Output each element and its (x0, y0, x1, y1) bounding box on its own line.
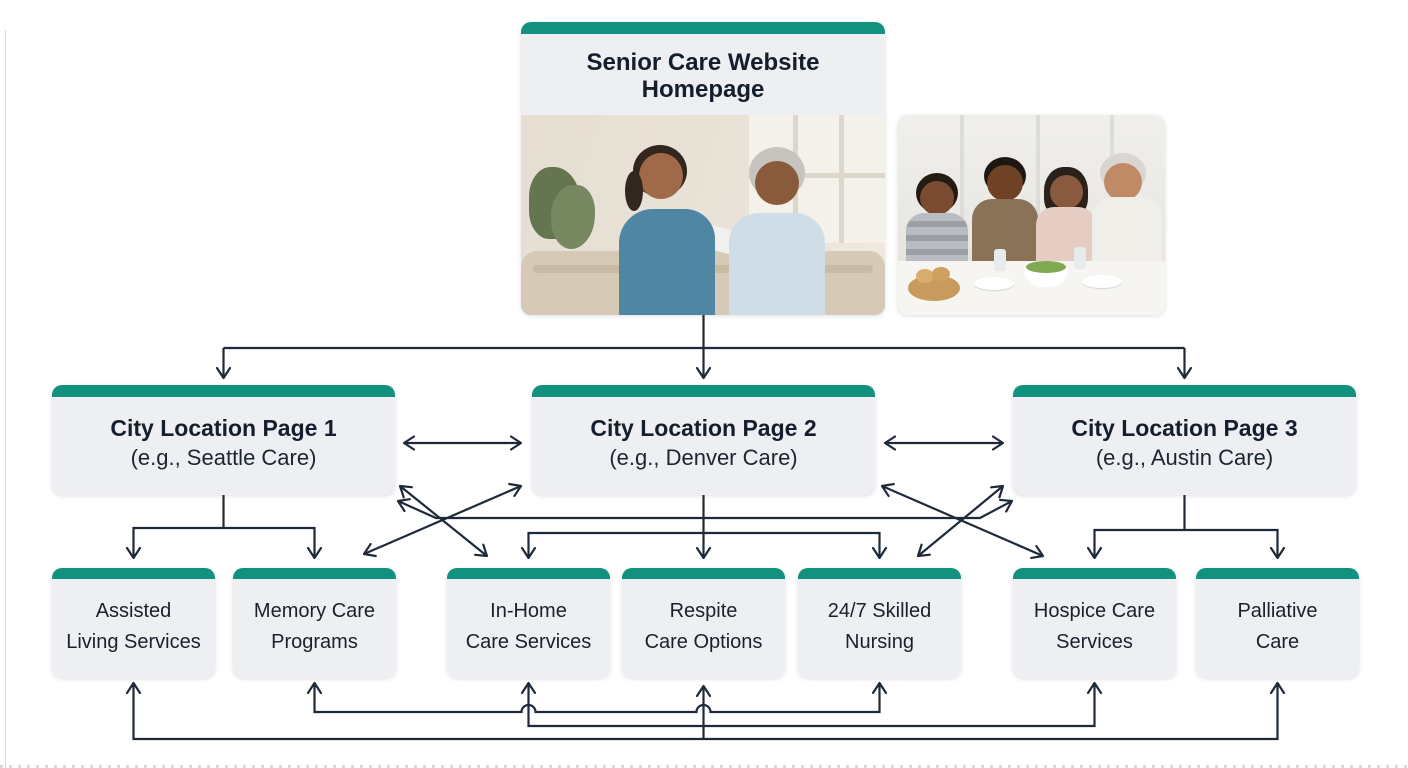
crosslink-city1-inhome (398, 484, 489, 558)
service-label-line1: Memory Care (253, 600, 376, 622)
boy-head (920, 181, 954, 215)
service-node-assisted-living: Assisted Living Services (52, 568, 215, 678)
plate (1082, 275, 1122, 288)
service-label-line1: Assisted (95, 600, 172, 622)
mother-head (1050, 175, 1083, 209)
service-node-in-home-care: In-Home Care Services (447, 568, 610, 678)
city-node-2: City Location Page 2 (e.g., Denver Care) (532, 385, 875, 495)
service-label-line1: Palliative (1237, 600, 1318, 622)
window-frame (749, 173, 885, 178)
service-node-skilled-nursing: 24/7 Skilled Nursing (798, 568, 961, 678)
service-teal-bar (1013, 568, 1176, 579)
nurse-body (619, 209, 715, 315)
service-label-line2: Care Services (465, 631, 592, 653)
arrow-city3-children (1086, 528, 1286, 560)
service-label-line1: 24/7 Skilled (827, 600, 932, 622)
service-node-memory-care: Memory Care Programs (233, 568, 396, 678)
bread-roll (916, 269, 934, 283)
city2-title: City Location Page 2 (590, 415, 817, 441)
service-label-line1: Hospice Care (1033, 600, 1156, 622)
service-label: Respite Care Options (622, 596, 785, 658)
water-glass (994, 249, 1006, 271)
city2-subtitle: (e.g., Denver Care) (609, 445, 798, 470)
plant-leaves (551, 185, 595, 249)
bread-roll (932, 267, 950, 281)
left-edge-artifact-line (5, 30, 6, 768)
city3-subtitle: (e.g., Austin Care) (1095, 445, 1274, 470)
service-label: Assisted Living Services (52, 596, 215, 658)
water-glass (1074, 247, 1086, 269)
service-teal-bar (798, 568, 961, 579)
window-frame (960, 115, 964, 263)
homepage-node: Senior Care Website Homepage (521, 22, 885, 315)
homepage-title: Senior Care Website Homepage (521, 49, 885, 103)
service-label: In-Home Care Services (447, 596, 610, 658)
service-label-line2: Care (1255, 631, 1300, 653)
arrow-city2-children (520, 531, 888, 560)
service-teal-bar (52, 568, 215, 579)
service-teal-bar (447, 568, 610, 579)
service-label-line2: Programs (271, 631, 358, 653)
city1-title: City Location Page 1 (110, 415, 337, 441)
service-label-line1: In-Home (490, 600, 567, 622)
grandfather-shirt (1092, 197, 1162, 267)
window-frame (1036, 115, 1040, 263)
window-frame (839, 115, 844, 243)
crosslink-city2-hospice (880, 482, 1045, 560)
service-teal-bar (622, 568, 785, 579)
city2-teal-bar (532, 385, 875, 397)
service-node-respite-care: Respite Care Options (622, 568, 785, 678)
service-label-line2: Services (1056, 631, 1133, 653)
father-head (987, 165, 1023, 201)
family-photo (898, 115, 1165, 315)
service-label: 24/7 Skilled Nursing (798, 596, 961, 658)
grandfather-head (1104, 163, 1142, 201)
service-teal-bar (1196, 568, 1359, 579)
mother-shirt (1036, 207, 1096, 267)
link-inhome-hospice (520, 681, 1103, 728)
homepage-title-line1: Senior Care Website (586, 49, 820, 76)
crosslink-city2-memory (362, 482, 523, 558)
city3-teal-bar (1013, 385, 1356, 397)
city1-subtitle: (e.g., Seattle Care) (130, 445, 317, 470)
caregiver-photo (521, 115, 885, 315)
boy-shirt (906, 213, 968, 269)
service-node-hospice-care: Hospice Care Services (1013, 568, 1176, 678)
service-label-line1: Respite (669, 600, 738, 622)
homepage-title-line2: Homepage (641, 76, 765, 103)
service-label: Memory Care Programs (233, 596, 396, 658)
crosslink-city1-city3 (396, 498, 1014, 520)
service-label-line2: Care Options (644, 631, 763, 653)
bottom-noise-strip (0, 765, 1408, 768)
salad-greens (1026, 261, 1066, 273)
service-node-palliative-care: Palliative Care (1196, 568, 1359, 678)
service-label-line2: Nursing (845, 631, 914, 653)
city1-teal-bar (52, 385, 395, 397)
nurse-ponytail (625, 171, 643, 211)
homepage-teal-bar (521, 22, 885, 34)
nurse-head (639, 153, 683, 199)
plate (974, 277, 1014, 290)
service-teal-bar (233, 568, 396, 579)
city-node-1: City Location Page 1 (e.g., Seattle Care… (52, 385, 395, 495)
arrow-city1-children (125, 526, 323, 560)
senior-woman-head (755, 161, 799, 205)
city3-title: City Location Page 3 (1071, 415, 1298, 441)
service-label-line2: Living Services (66, 631, 201, 653)
senior-woman-body (729, 213, 825, 315)
city-node-3: City Location Page 3 (e.g., Austin Care) (1013, 385, 1356, 495)
link-assisted-palliative (125, 681, 1286, 741)
link-memory-nursing (306, 681, 888, 714)
crosslink-city3-nursing (916, 484, 1005, 558)
service-label: Hospice Care Services (1013, 596, 1176, 658)
service-label: Palliative Care (1196, 596, 1359, 658)
